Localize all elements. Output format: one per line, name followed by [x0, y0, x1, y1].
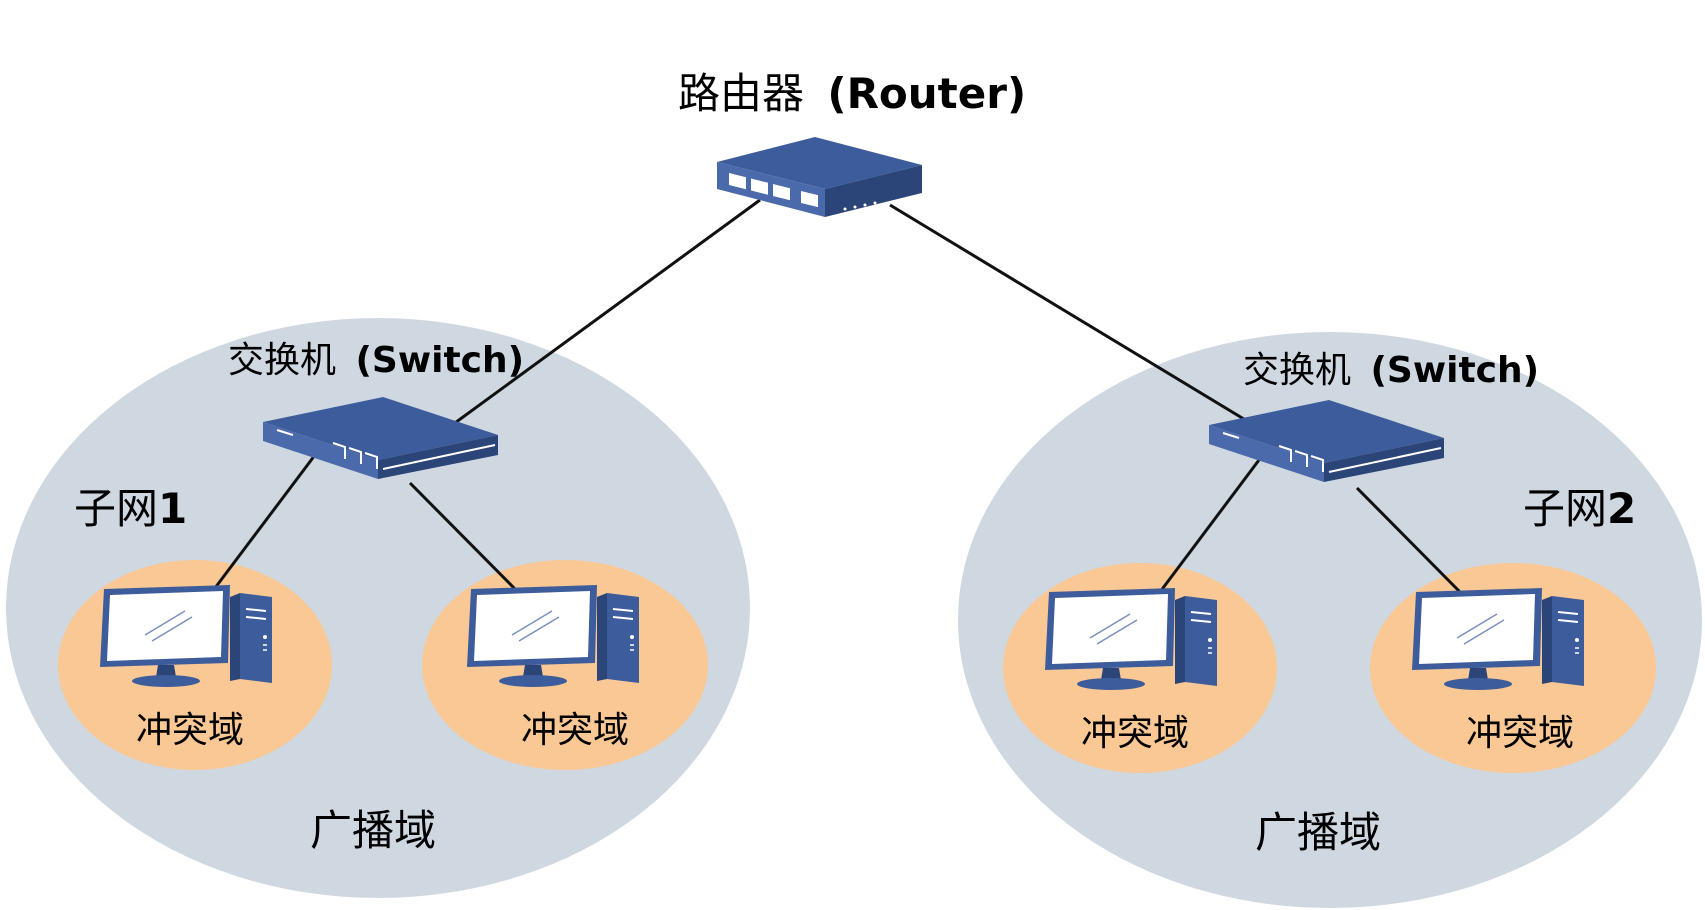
broadcast-domain-label-1: 广播域 [310, 806, 436, 855]
links [210, 198, 1462, 594]
switch-2-label: 交换机 (Switch) [1243, 350, 1539, 391]
subnet-2-label: 子网2 [1523, 484, 1636, 533]
link-router-switch-1 [447, 198, 761, 430]
switch-1-label: 交换机 (Switch) [228, 340, 524, 381]
link-switch-1-pc-2 [408, 481, 520, 594]
collision-domain-label-1-1: 冲突域 [136, 710, 244, 751]
broadcast-domain-label-2: 广播域 [1255, 808, 1381, 857]
collision-domain-label-1-2: 冲突域 [521, 710, 629, 751]
link-switch-2-pc-1 [1158, 455, 1264, 593]
collision-domain-label-2-2: 冲突域 [1466, 713, 1574, 754]
subnet-1-label: 子网1 [74, 484, 187, 533]
link-router-switch-2 [889, 203, 1263, 432]
link-switch-2-pc-2 [1355, 486, 1462, 594]
router-label: 路由器 (Router) [678, 69, 1026, 118]
link-switch-1-pc-1 [210, 454, 317, 593]
collision-domain-label-2-1: 冲突域 [1081, 713, 1189, 754]
